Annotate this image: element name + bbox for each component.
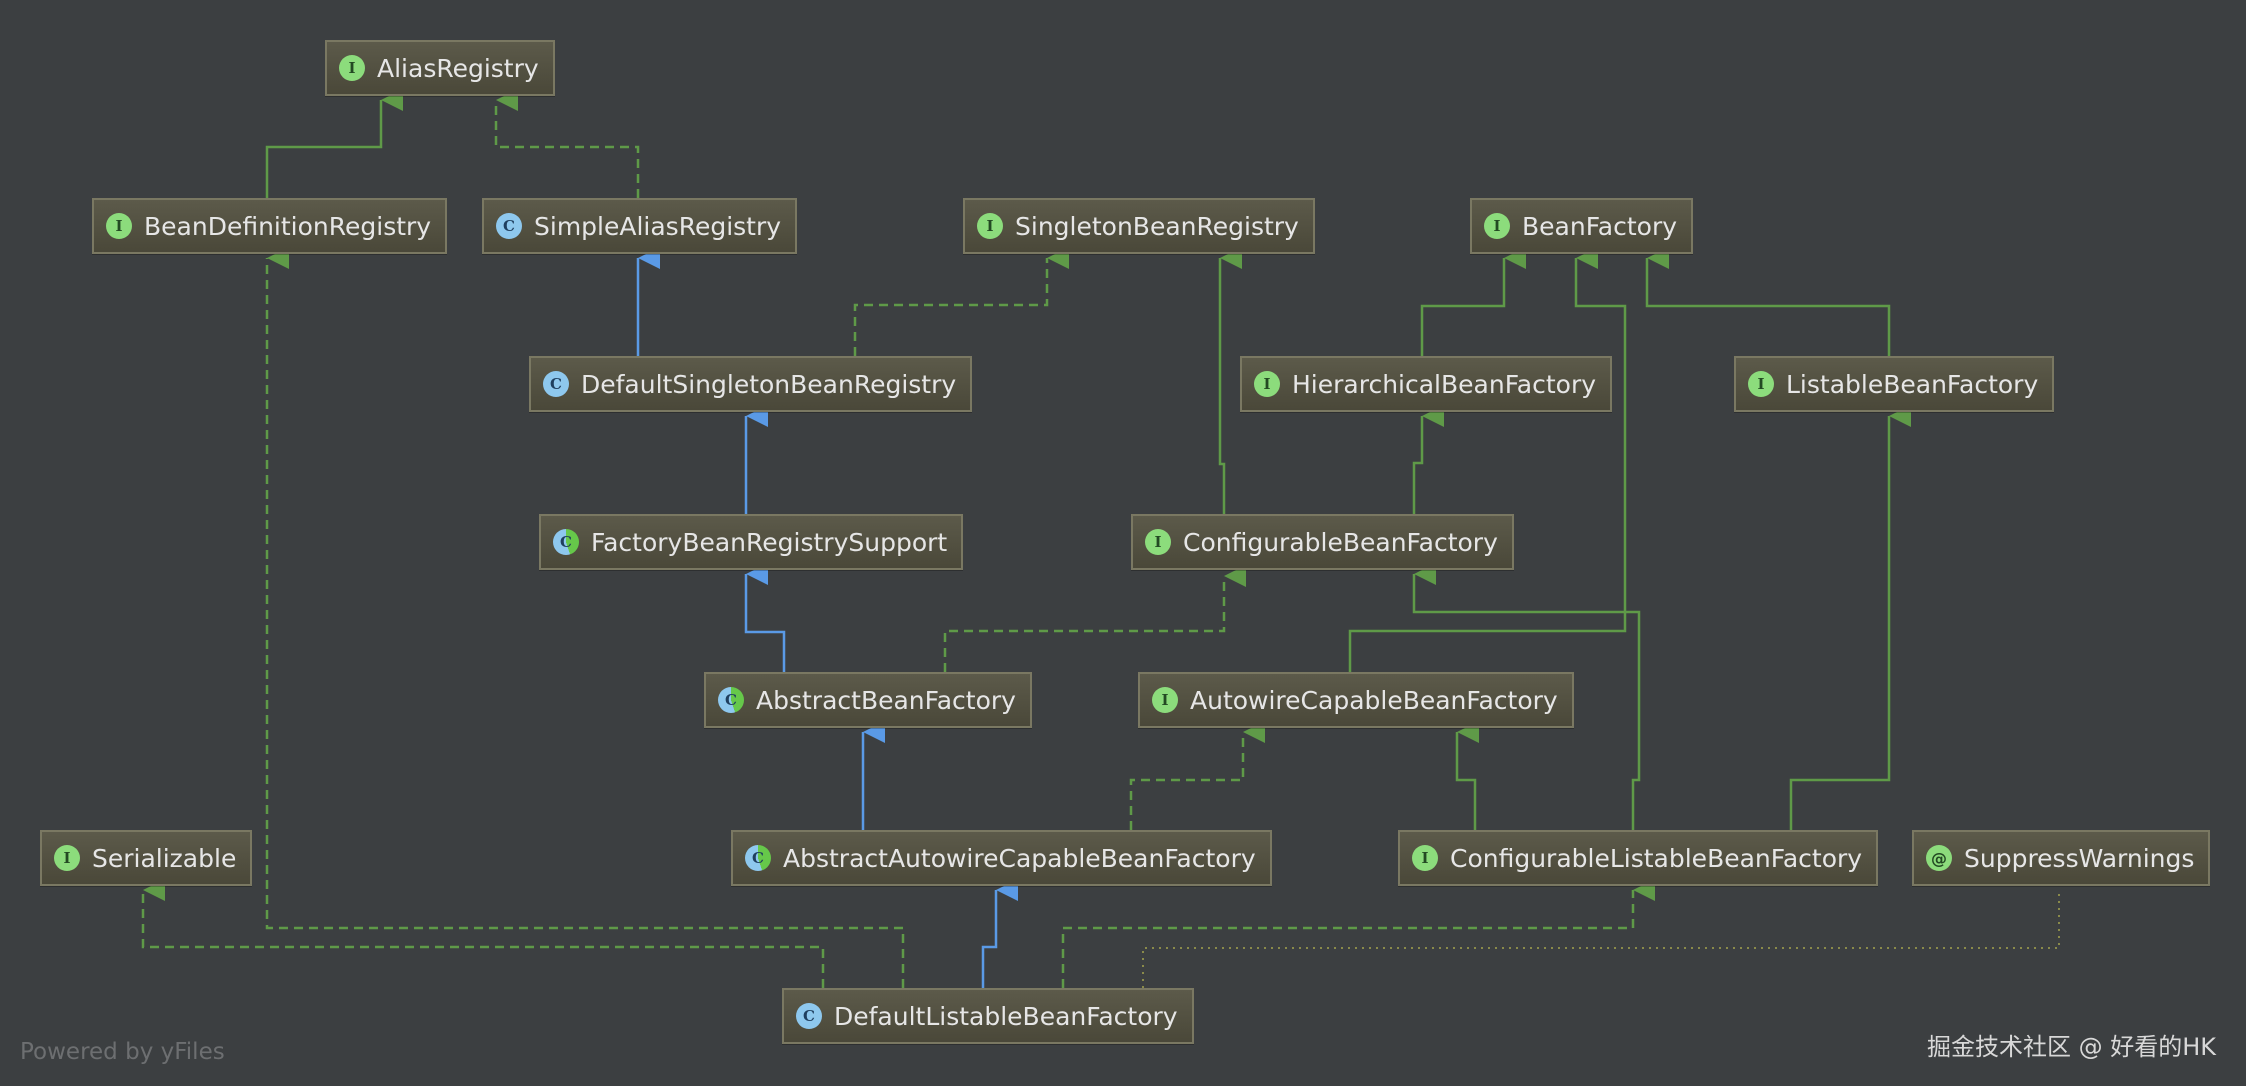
- node-bean-definition-registry[interactable]: I BeanDefinitionRegistry: [92, 198, 448, 254]
- node-default-singleton-bean-registry[interactable]: C DefaultSingletonBeanRegistry: [529, 356, 973, 412]
- edge-beandefinitionregistry-aliasregistry: [265, 89, 403, 198]
- node-label: FactoryBeanRegistrySupport: [591, 527, 948, 557]
- abstract-class-icon: C: [718, 687, 744, 713]
- interface-icon: I: [1484, 213, 1510, 239]
- node-label: HierarchicalBeanFactory: [1292, 369, 1597, 399]
- node-label: AliasRegistry: [377, 53, 539, 83]
- node-label: Serializable: [92, 843, 237, 873]
- edge-abstractbeanfactory-configurablebeanfactory: [943, 565, 1246, 672]
- interface-icon: I: [1152, 687, 1178, 713]
- edge-configurablebeanfactory-hierarchicalbeanfactory: [1412, 405, 1444, 514]
- edge-defaultlistablebeanfactory-suppresswarnings: [1142, 890, 2060, 988]
- node-label: BeanDefinitionRegistry: [144, 211, 432, 241]
- edge-defaultlistablebeanfactory-serializable: [141, 879, 825, 988]
- node-configurable-bean-factory[interactable]: I ConfigurableBeanFactory: [1131, 514, 1514, 570]
- node-label: AbstractAutowireCapableBeanFactory: [783, 843, 1256, 873]
- abstract-class-icon: C: [745, 845, 771, 871]
- edge-configurablelistablebeanfactory-listablebeanfactory: [1789, 405, 1911, 830]
- edge-defaultlistablebeanfactory-abstractautowirecapablebeanfactory: [981, 879, 1018, 988]
- node-default-listable-bean-factory[interactable]: C DefaultListableBeanFactory: [782, 988, 1194, 1044]
- node-simple-alias-registry[interactable]: C SimpleAliasRegistry: [482, 198, 798, 254]
- edge-configurablebeanfactory-singletonbeanregistry: [1218, 247, 1242, 514]
- node-listable-bean-factory[interactable]: I ListableBeanFactory: [1734, 356, 2055, 412]
- node-label: SingletonBeanRegistry: [1015, 211, 1299, 241]
- edge-simplealiasregistry-aliasregistry: [494, 89, 640, 198]
- class-icon: C: [796, 1003, 822, 1029]
- node-label: DefaultListableBeanFactory: [834, 1001, 1178, 1031]
- node-alias-registry[interactable]: I AliasRegistry: [325, 40, 555, 96]
- node-label: SuppressWarnings: [1964, 843, 2195, 873]
- edge-listablebeanfactory-beanfactory: [1645, 247, 1891, 356]
- interface-icon: I: [1145, 529, 1171, 555]
- node-label: ListableBeanFactory: [1786, 369, 2039, 399]
- watermark-text: 掘金技术社区 @ 好看的HK: [1926, 1033, 2216, 1061]
- node-hierarchical-bean-factory[interactable]: I HierarchicalBeanFactory: [1240, 356, 1613, 412]
- class-icon: C: [543, 371, 569, 397]
- node-singleton-bean-registry[interactable]: I SingletonBeanRegistry: [963, 198, 1315, 254]
- node-label: DefaultSingletonBeanRegistry: [581, 369, 957, 399]
- abstract-class-icon: C: [553, 529, 579, 555]
- node-label: ConfigurableBeanFactory: [1183, 527, 1498, 557]
- interface-icon: I: [54, 845, 80, 871]
- edge-configurablelistablebeanfactory-autowirecapablebeanfactory: [1455, 721, 1479, 830]
- node-abstract-autowire-capable-bean-factory[interactable]: C AbstractAutowireCapableBeanFactory: [731, 830, 1272, 886]
- edge-configurablelistablebeanfactory-configurablebeanfactory: [1412, 563, 1641, 830]
- node-configurable-listable-bean-factory[interactable]: I ConfigurableListableBeanFactory: [1398, 830, 1879, 886]
- node-label: AutowireCapableBeanFactory: [1190, 685, 1558, 715]
- node-label: SimpleAliasRegistry: [534, 211, 782, 241]
- edge-hierarchicalbeanfactory-beanfactory: [1420, 247, 1526, 356]
- node-factory-bean-registry-support[interactable]: C FactoryBeanRegistrySupport: [539, 514, 964, 570]
- node-autowire-capable-bean-factory[interactable]: I AutowireCapableBeanFactory: [1138, 672, 1574, 728]
- edge-autowirecapablebeanfactory-beanfactory: [1348, 247, 1627, 672]
- interface-icon: I: [1254, 371, 1280, 397]
- node-bean-factory[interactable]: I BeanFactory: [1470, 198, 1694, 254]
- interface-icon: I: [1412, 845, 1438, 871]
- node-label: AbstractBeanFactory: [756, 685, 1016, 715]
- interface-icon: I: [1748, 371, 1774, 397]
- node-suppress-warnings[interactable]: @ SuppressWarnings: [1912, 830, 2211, 886]
- edge-abstractautowirecapablebeanfactory-autowirecapablebeanfactory: [1129, 721, 1265, 830]
- edge-defaultlistablebeanfactory-configurablelistablebeanfactory: [1061, 879, 1655, 988]
- interface-icon: I: [106, 213, 132, 239]
- edge-defaultsingletonbeanregistry-singletonbeanregistry: [853, 247, 1069, 356]
- interface-icon: I: [339, 55, 365, 81]
- node-label: ConfigurableListableBeanFactory: [1450, 843, 1863, 873]
- node-label: BeanFactory: [1522, 211, 1678, 241]
- annotation-icon: @: [1926, 845, 1952, 871]
- powered-by-text: Powered by yFiles: [20, 1039, 225, 1065]
- edge-abstractbeanfactory-factorybeanregistrysupport: [744, 563, 786, 672]
- class-icon: C: [496, 213, 522, 239]
- interface-icon: I: [977, 213, 1003, 239]
- node-serializable[interactable]: I Serializable: [40, 830, 253, 886]
- node-abstract-bean-factory[interactable]: C AbstractBeanFactory: [704, 672, 1032, 728]
- edge-defaultlistablebeanfactory-beandefinitionregistry: [265, 247, 905, 988]
